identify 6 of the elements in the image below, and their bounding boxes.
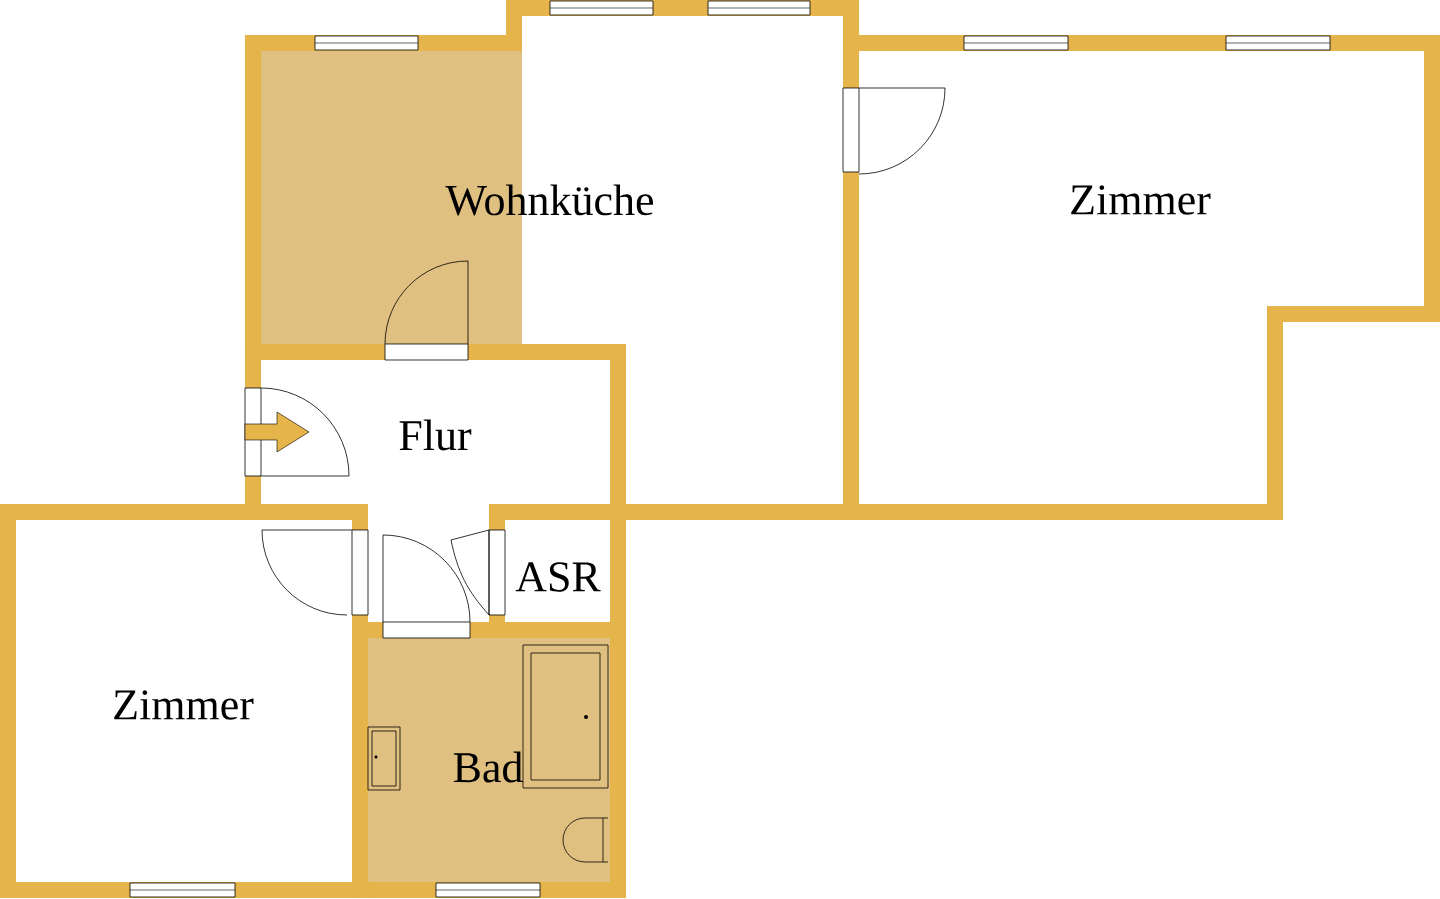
room-label: ASR [515, 562, 601, 592]
room-label: Bad [453, 751, 523, 783]
room-label: Zimmer [114, 690, 254, 720]
room-label: Flur [399, 419, 472, 451]
room-label: Zimmer [1071, 185, 1211, 215]
room-label: Wohnküche [445, 184, 654, 216]
